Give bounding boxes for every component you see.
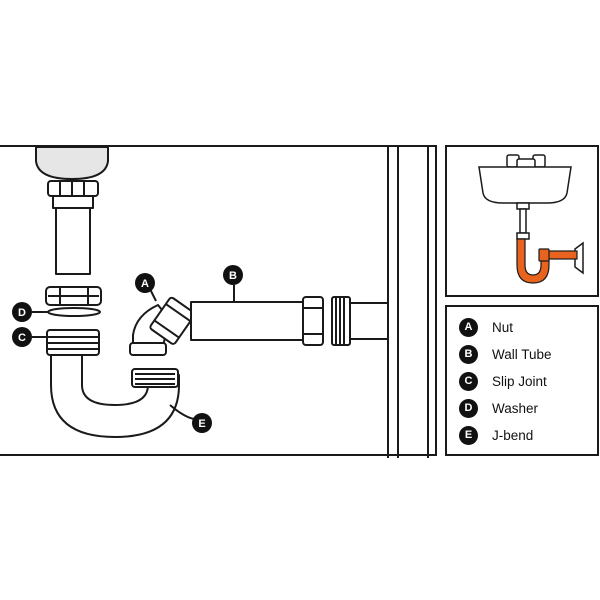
svg-text:E: E bbox=[198, 418, 205, 430]
callout-a: A bbox=[135, 273, 155, 293]
svg-text:A: A bbox=[141, 278, 149, 290]
elbow-slip-nut bbox=[149, 296, 196, 345]
legend-item-nut: A Nut bbox=[459, 317, 513, 337]
j-bend bbox=[50, 334, 180, 438]
legend-badge-d: D bbox=[459, 398, 478, 418]
highlighted-trap bbox=[516, 238, 578, 284]
callout-e: E bbox=[192, 413, 212, 433]
sink-overview-illustration bbox=[478, 154, 584, 284]
svg-text:B: B bbox=[229, 270, 237, 282]
mini-tailpiece bbox=[519, 208, 527, 234]
callout-d: D bbox=[12, 302, 32, 322]
legend-item-washer: D Washer bbox=[459, 398, 538, 418]
sink-bowl bbox=[35, 147, 109, 180]
wall-tube bbox=[190, 301, 304, 341]
legend-badge-e: E bbox=[459, 425, 478, 445]
legend-label-slip-joint: Slip Joint bbox=[492, 373, 547, 389]
mini-drain-nut bbox=[516, 202, 530, 210]
wall-stub-pipe bbox=[349, 302, 389, 340]
legend-badge-b: B bbox=[459, 344, 478, 364]
legend-label-nut: Nut bbox=[492, 319, 514, 335]
leader-e bbox=[169, 404, 195, 420]
callout-b: B bbox=[223, 265, 243, 285]
sink-basin bbox=[478, 166, 572, 204]
callout-c: C bbox=[12, 327, 32, 347]
svg-text:C: C bbox=[18, 332, 26, 344]
legend-item-slip-joint: C Slip Joint bbox=[459, 371, 547, 391]
legend-badge-a: A bbox=[459, 317, 478, 337]
washer bbox=[47, 307, 101, 317]
sink-overview-panel bbox=[445, 145, 599, 297]
legend-panel: A Nut B Wall Tube C Slip Joint D Washer … bbox=[445, 305, 599, 456]
p-trap-diagram: A B C D E bbox=[12, 147, 429, 458]
legend-label-wall-tube: Wall Tube bbox=[492, 346, 552, 362]
elbow-bottom-nut bbox=[129, 342, 167, 356]
legend-item-wall-tube: B Wall Tube bbox=[459, 344, 552, 364]
main-diagram-panel: A B C D E bbox=[0, 145, 437, 458]
mini-slip-nut bbox=[516, 232, 530, 240]
legend-badge-c: C bbox=[459, 371, 478, 391]
wall-tube-nut bbox=[302, 296, 324, 346]
drain-flange bbox=[52, 195, 94, 209]
tailpiece bbox=[55, 207, 91, 275]
legend-item-j-bend: E J-bend bbox=[459, 425, 533, 445]
legend-label-j-bend: J-bend bbox=[492, 427, 534, 443]
svg-text:D: D bbox=[18, 307, 26, 319]
legend-label-washer: Washer bbox=[492, 400, 539, 416]
